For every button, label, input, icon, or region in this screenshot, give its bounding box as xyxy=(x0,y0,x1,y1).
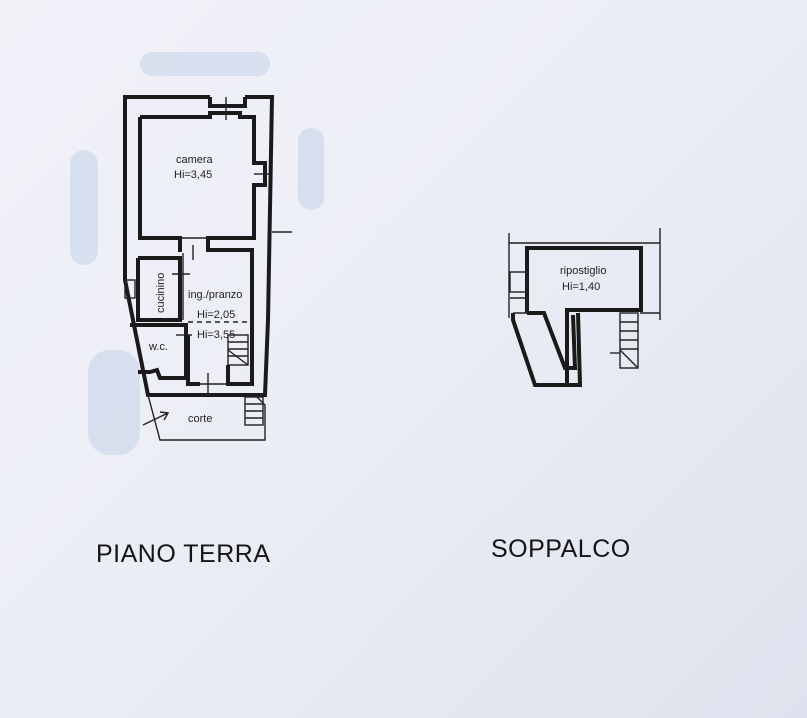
stair-icon xyxy=(227,334,249,366)
stair-icon xyxy=(610,312,639,369)
smudge xyxy=(298,128,324,210)
room-label-ing-pranzo: ing./pranzo xyxy=(188,289,242,301)
entrance-arrow-icon xyxy=(142,411,170,426)
room-label-camera: camera xyxy=(176,154,214,166)
room-label-corte: corte xyxy=(188,413,212,425)
smudge xyxy=(140,52,270,76)
smudge xyxy=(70,150,98,265)
room-label-cucinino: cucinino xyxy=(155,273,167,313)
plan-soppalco: ripostiglio Hi=1,40 xyxy=(508,228,661,387)
smudge xyxy=(88,350,140,455)
title-soppalco: SOPPALCO xyxy=(491,535,631,563)
room-height-lower: Hi=3,55 xyxy=(197,329,235,341)
room-height-camera: Hi=3,45 xyxy=(174,169,212,181)
room-label-wc: w.c. xyxy=(148,341,168,353)
title-piano-terra: PIANO TERRA xyxy=(96,540,271,568)
plan-piano-terra: camera Hi=3,45 cucinino ing./pranzo Hi=2… xyxy=(123,95,292,441)
room-height-ripostiglio: Hi=1,40 xyxy=(562,281,600,293)
room-label-ripostiglio: ripostiglio xyxy=(560,265,606,277)
room-height-upper: Hi=2,05 xyxy=(197,309,235,321)
stair-icon xyxy=(244,396,264,426)
